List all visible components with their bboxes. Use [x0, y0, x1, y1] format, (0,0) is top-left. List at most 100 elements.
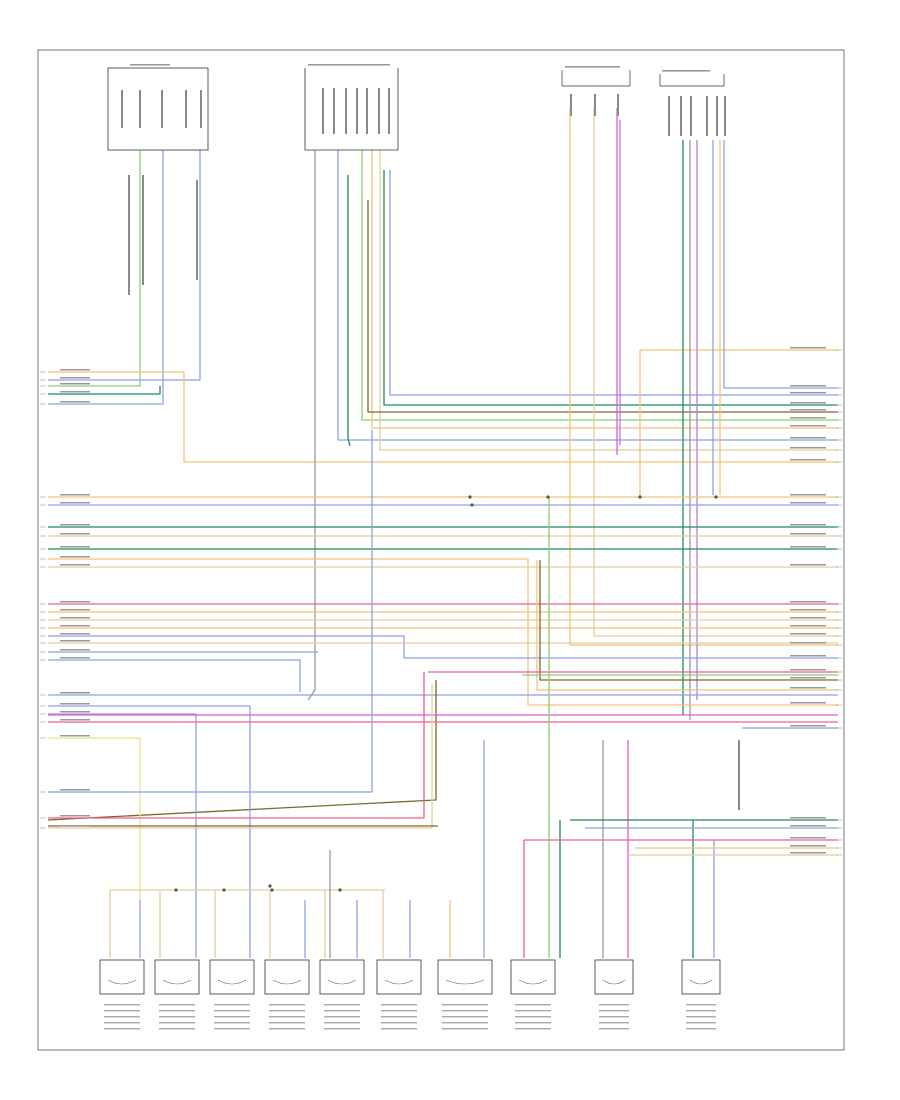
- header-glyph: [130, 64, 170, 66]
- caption-glyph: [515, 1004, 551, 1006]
- wire-code-glyph: [60, 815, 90, 817]
- wire: [48, 659, 301, 692]
- caption-glyph: [269, 1004, 305, 1006]
- wire: [379, 150, 838, 451]
- caption-glyph: [214, 1010, 250, 1012]
- wire-label-glyph: [333, 88, 335, 134]
- wire-code-glyph: [60, 502, 90, 504]
- sensor-box: [209, 959, 255, 995]
- splice-dot: [338, 888, 342, 892]
- caption-glyph: [104, 1028, 140, 1030]
- caption-glyph: [599, 1010, 629, 1012]
- wire-code-glyph: [60, 617, 90, 619]
- connector-housing: [107, 67, 209, 151]
- caption-glyph: [269, 1010, 305, 1012]
- caption-glyph: [214, 1016, 250, 1018]
- caption-glyph: [686, 1028, 716, 1030]
- wire: [48, 558, 838, 706]
- caption-glyph: [686, 1022, 716, 1024]
- wire: [48, 150, 164, 405]
- caption-glyph: [381, 1004, 417, 1006]
- wire-code-glyph: [60, 564, 90, 566]
- wire-label-glyph: [690, 96, 692, 136]
- wire-label-glyph: [388, 88, 390, 134]
- wire: [48, 684, 433, 829]
- sensor-box: [437, 959, 493, 995]
- splice-dot: [638, 495, 642, 499]
- wire-code-glyph: [790, 459, 826, 461]
- splice-dot: [174, 888, 178, 892]
- wire: [48, 150, 201, 381]
- wire-code-glyph: [60, 633, 90, 635]
- caption-glyph: [214, 1022, 250, 1024]
- wire: [48, 371, 838, 463]
- wire-label-glyph: [185, 90, 187, 128]
- wire-code-glyph: [60, 703, 90, 705]
- connector-bracket: [304, 68, 399, 151]
- sensor-symbol: [107, 979, 137, 985]
- wire: [48, 150, 141, 387]
- caption-glyph: [269, 1022, 305, 1024]
- wire-label-glyph: [680, 96, 682, 136]
- wire-code-glyph: [60, 556, 90, 558]
- caption-glyph: [214, 1004, 250, 1006]
- wire-label-glyph: [139, 90, 141, 128]
- wire: [48, 713, 197, 900]
- sensor-symbol: [384, 979, 414, 985]
- wire-code-glyph: [790, 533, 826, 535]
- caption-glyph: [159, 1028, 195, 1030]
- sensor-box: [154, 959, 200, 995]
- wire-code-glyph: [790, 502, 826, 504]
- wire-code-glyph: [790, 347, 826, 349]
- wire-label-glyph: [142, 175, 144, 285]
- wire-code-glyph: [790, 437, 826, 439]
- caption-glyph: [104, 1022, 140, 1024]
- wire-label-glyph: [716, 96, 718, 136]
- sensor-box: [510, 959, 556, 995]
- wire-code-glyph: [790, 633, 826, 635]
- wire-code-glyph: [60, 383, 90, 385]
- wire-label-glyph: [617, 94, 619, 116]
- wire-label-glyph: [594, 94, 596, 116]
- wire-code-glyph: [790, 409, 826, 411]
- wire-label-glyph: [121, 90, 123, 128]
- sensor-symbol: [327, 979, 357, 985]
- wire-label-glyph: [724, 96, 726, 136]
- wire: [593, 108, 838, 637]
- wire-code-glyph: [790, 817, 826, 819]
- splice-dot: [268, 884, 272, 888]
- wire-label-glyph: [738, 740, 740, 810]
- caption-glyph: [159, 1004, 195, 1006]
- wire-code-glyph: [790, 417, 826, 419]
- caption-glyph: [515, 1022, 551, 1024]
- wire-label-glyph: [378, 88, 380, 134]
- wire-label-glyph: [128, 175, 130, 295]
- wire-code-glyph: [790, 642, 826, 644]
- wire-code-glyph: [60, 735, 90, 737]
- wire-code-glyph: [790, 837, 826, 839]
- sensor-box: [264, 959, 310, 995]
- header-glyph: [565, 66, 620, 68]
- sensor-symbol: [162, 979, 192, 985]
- wire-code-glyph: [790, 725, 826, 727]
- wire-label-glyph: [366, 88, 368, 134]
- wire-code-glyph: [790, 687, 826, 689]
- splice-dot: [714, 495, 718, 499]
- sensor-box: [319, 959, 365, 995]
- caption-glyph: [599, 1004, 629, 1006]
- caption-glyph: [442, 1010, 488, 1012]
- caption-glyph: [324, 1028, 360, 1030]
- caption-glyph: [324, 1004, 360, 1006]
- caption-glyph: [442, 1004, 488, 1006]
- wire-label-glyph: [200, 90, 202, 128]
- wire-code-glyph: [790, 564, 826, 566]
- wire-code-glyph: [790, 392, 826, 394]
- caption-glyph: [269, 1028, 305, 1030]
- component-layer: [37, 49, 845, 1051]
- wire: [48, 737, 141, 900]
- caption-glyph: [599, 1028, 629, 1030]
- wire-label-glyph: [356, 88, 358, 134]
- wire-code-glyph: [790, 852, 826, 854]
- sensor-symbol: [445, 979, 485, 985]
